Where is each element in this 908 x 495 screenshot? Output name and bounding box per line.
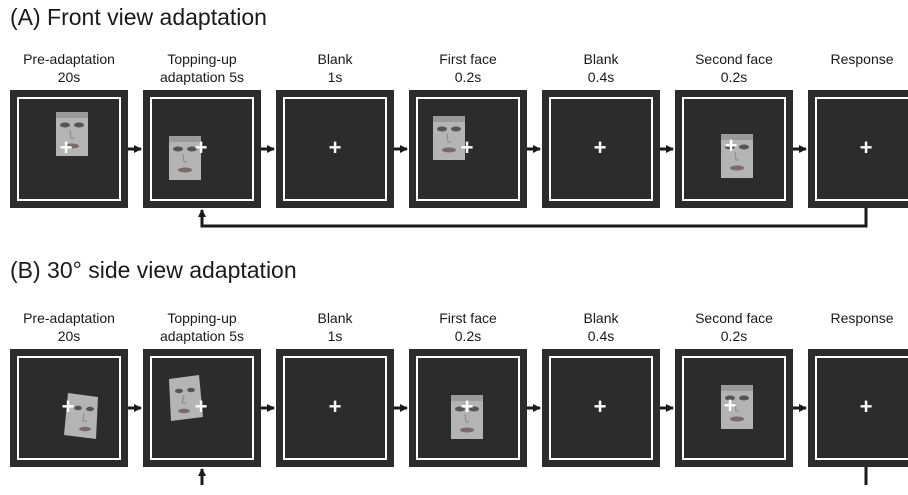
fixation-cross: + <box>724 133 738 158</box>
screen-topping-up: + <box>143 349 261 467</box>
screen-frame <box>416 356 520 460</box>
fixation-cross: + <box>593 135 607 160</box>
screen-topping-up: + <box>143 90 261 208</box>
fixation-cross: + <box>593 394 607 419</box>
screen-first-face: + <box>409 90 527 208</box>
panel-front-view: (A) Front view adaptation Pre-adaptation… <box>0 0 908 242</box>
screen-blank-1: + <box>276 90 394 208</box>
flow-arrows <box>128 145 868 228</box>
screen-frame <box>815 356 908 460</box>
fixation-cross: + <box>723 393 737 418</box>
screen-blank-2: + <box>542 349 660 467</box>
face-image-side <box>169 375 203 421</box>
fixation-cross: + <box>460 135 474 160</box>
fixation-cross: + <box>194 394 208 419</box>
screen-blank-2: + <box>542 90 660 208</box>
loop-back-arrow <box>198 208 868 228</box>
screen-frame <box>17 356 121 460</box>
screen-second-face: + <box>675 349 793 467</box>
screen-frame <box>17 97 121 201</box>
face-image-front <box>721 134 753 178</box>
fixation-cross: + <box>460 394 474 419</box>
fixation-cross: + <box>859 394 873 419</box>
screen-response: + <box>808 90 908 208</box>
flow-arrows <box>128 404 868 485</box>
screen-frame <box>283 97 387 201</box>
screen-pre-adaptation: + <box>10 349 128 467</box>
screen-frame <box>150 97 254 201</box>
screen-frame <box>682 356 786 460</box>
panel-side-view: (B) 30° side view adaptation Pre-adaptat… <box>0 253 908 495</box>
screen-frame <box>416 97 520 201</box>
fixation-cross: + <box>328 394 342 419</box>
face-image-front <box>451 395 483 439</box>
screen-frame <box>283 356 387 460</box>
fixation-cross: + <box>328 135 342 160</box>
screen-frame <box>549 356 653 460</box>
screen-first-face: + <box>409 349 527 467</box>
screen-pre-adaptation: + <box>10 90 128 208</box>
face-image-front <box>721 385 753 429</box>
screen-frame <box>682 97 786 201</box>
face-image-side <box>64 393 98 439</box>
fixation-cross: + <box>61 394 75 419</box>
fixation-cross: + <box>59 135 73 160</box>
screen-frame <box>549 97 653 201</box>
screen-second-face: + <box>675 90 793 208</box>
screen-blank-1: + <box>276 349 394 467</box>
fixation-cross: + <box>859 135 873 160</box>
fixation-cross: + <box>194 135 208 160</box>
screen-response: + <box>808 349 908 467</box>
screen-frame <box>150 356 254 460</box>
face-image-front <box>433 116 465 160</box>
face-image-front <box>56 112 88 156</box>
face-image-front <box>169 136 201 180</box>
screen-frame <box>815 97 908 201</box>
panel-title: (B) 30° side view adaptation <box>10 257 297 283</box>
step-label-response: Response <box>830 51 894 67</box>
step-label-response: Response <box>830 310 894 326</box>
panel-title: (A) Front view adaptation <box>10 4 267 30</box>
